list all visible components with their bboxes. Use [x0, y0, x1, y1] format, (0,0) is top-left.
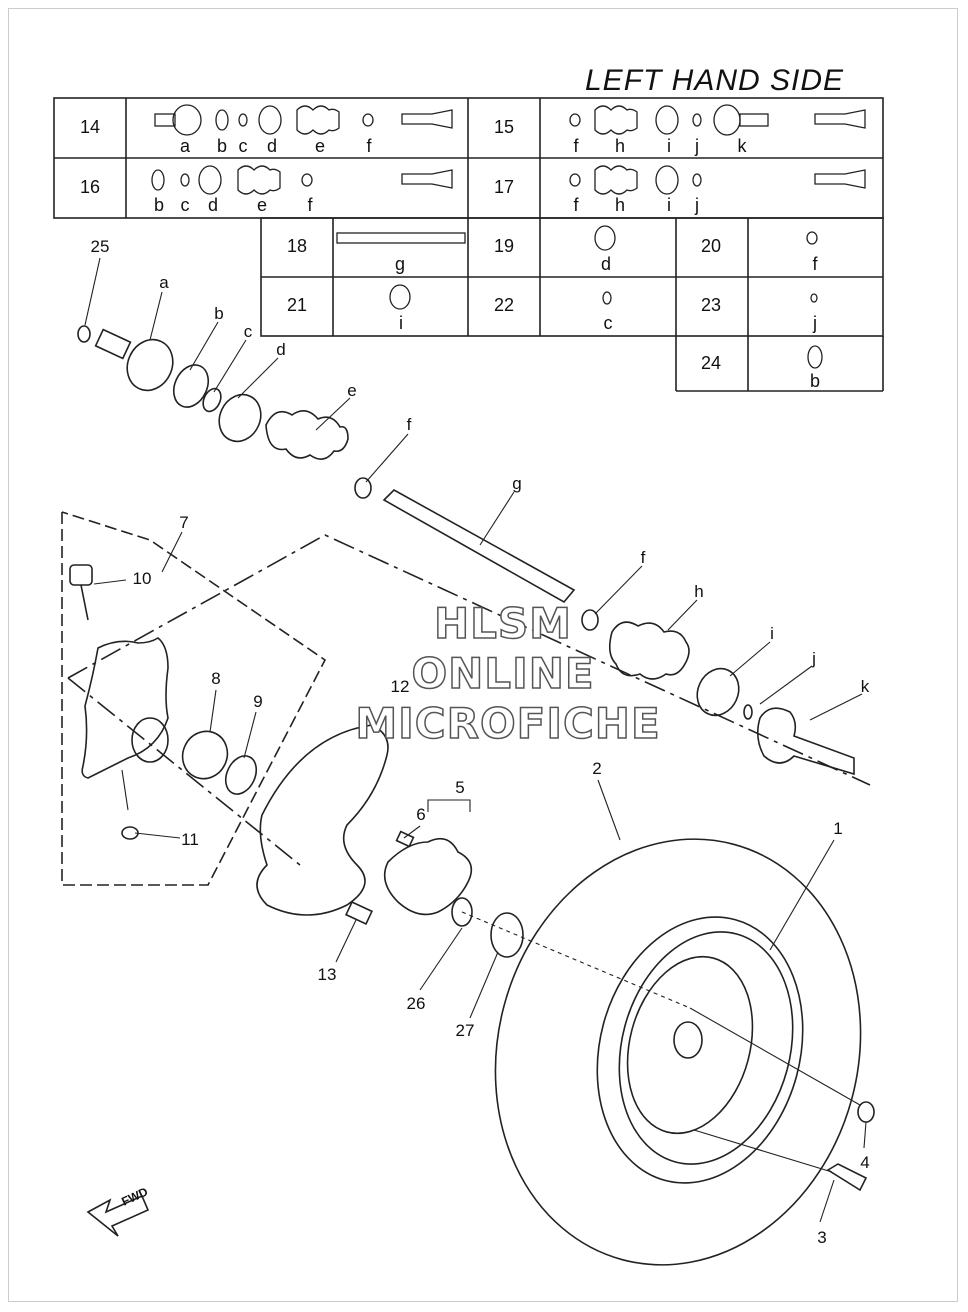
- kit-23-num: 23: [701, 295, 721, 315]
- callout-j: j: [811, 649, 816, 668]
- leader-lines: [84, 257, 867, 1223]
- kit-14-letter: b: [217, 136, 227, 156]
- kit-16-letter: c: [181, 195, 190, 215]
- kit-17-letter: i: [667, 195, 671, 215]
- kit-table-grid: [53, 97, 884, 392]
- kit-21-letter: i: [399, 313, 403, 333]
- kit-23-letter: j: [812, 313, 817, 333]
- kit-15-letter: f: [573, 136, 579, 156]
- callout-5: 5: [455, 778, 464, 797]
- kit-21-num: 21: [287, 295, 307, 315]
- kit-19-letter: d: [601, 254, 611, 274]
- callout-3: 3: [817, 1228, 826, 1247]
- callout-12: 12: [391, 677, 410, 696]
- callout-10: 10: [133, 569, 152, 588]
- kit-17-letter: h: [615, 195, 625, 215]
- kit-icons: [151, 104, 866, 369]
- knuckle-and-hub-parts: [69, 564, 524, 958]
- kit-16-letter: f: [307, 195, 313, 215]
- kit-22-num: 22: [494, 295, 514, 315]
- kit-16-letter: e: [257, 195, 267, 215]
- kit-16-num: 16: [80, 177, 100, 197]
- callout-2: 2: [592, 759, 601, 778]
- callout-e: e: [347, 381, 356, 400]
- watermark-line: ONLINE: [411, 649, 594, 698]
- callout-1: 1: [833, 819, 842, 838]
- callout-11: 11: [181, 830, 199, 849]
- kit-14-letter: d: [267, 136, 277, 156]
- callout-8: 8: [211, 669, 220, 688]
- callout-c: c: [244, 322, 253, 341]
- callout-f-outer: f: [641, 548, 646, 567]
- callout-h: h: [694, 582, 703, 601]
- kit-24-num: 24: [701, 353, 721, 373]
- kit-18-letter: g: [395, 254, 405, 274]
- kit-20-num: 20: [701, 236, 721, 256]
- callout-i: i: [770, 624, 774, 643]
- kit-14-letter: e: [315, 136, 325, 156]
- callout-b: b: [214, 304, 223, 323]
- kit-14-letter: a: [180, 136, 191, 156]
- kit-15-letter: h: [615, 136, 625, 156]
- callout-labels: 25 a b c d e f g f h i j k 7 10 8 9 12 1…: [91, 237, 870, 1247]
- callout-27: 27: [456, 1021, 475, 1040]
- hub-group-box: [67, 534, 871, 866]
- kit-16-letter: d: [208, 195, 218, 215]
- kit-17-letter: f: [573, 195, 579, 215]
- kit-16-letter: b: [154, 195, 164, 215]
- knuckle-group-box: [61, 511, 327, 886]
- kit-14-letter: f: [366, 136, 372, 156]
- kit-14-num: 14: [80, 117, 100, 137]
- diagram-title: LEFT HAND SIDE: [585, 64, 845, 97]
- kit-22-letter: c: [604, 313, 613, 333]
- callout-7: 7: [179, 513, 188, 532]
- watermark-line: HLSM: [434, 599, 572, 648]
- kit-17-num: 17: [494, 177, 514, 197]
- diagram-frame: [8, 8, 958, 1302]
- driveshaft-parts: [77, 325, 855, 776]
- wheel-and-tire: [494, 838, 875, 1266]
- kit-15-letter: i: [667, 136, 671, 156]
- watermark: HLSM ONLINE MICROFICHE: [355, 598, 661, 749]
- callout-13: 13: [318, 965, 337, 984]
- callout-f-inner: f: [407, 415, 412, 434]
- callout-a: a: [159, 273, 169, 292]
- kit-19-num: 19: [494, 236, 514, 256]
- callout-6: 6: [416, 805, 425, 824]
- watermark-line: MICROFICHE: [355, 699, 660, 748]
- kit-18-num: 18: [287, 236, 307, 256]
- callout-k: k: [861, 677, 870, 696]
- kit-24-letter: b: [810, 371, 820, 391]
- callout-d: d: [276, 340, 285, 359]
- callout-4: 4: [860, 1153, 869, 1172]
- kit-15-letter: k: [738, 136, 748, 156]
- kit-15-num: 15: [494, 117, 514, 137]
- callout-g: g: [512, 474, 521, 493]
- callout-9: 9: [253, 692, 262, 711]
- kit-20-letter: f: [812, 254, 818, 274]
- kit-14-letter: c: [239, 136, 248, 156]
- callout-25: 25: [91, 237, 110, 256]
- fwd-arrow-icon: [86, 1194, 150, 1237]
- kit-17-letter: j: [694, 195, 699, 215]
- kit-table-text: 14 15 16 17 18 19 20 21 22 23 24 a b c d…: [80, 117, 820, 391]
- callout-26: 26: [407, 994, 426, 1013]
- kit-15-letter: j: [694, 136, 699, 156]
